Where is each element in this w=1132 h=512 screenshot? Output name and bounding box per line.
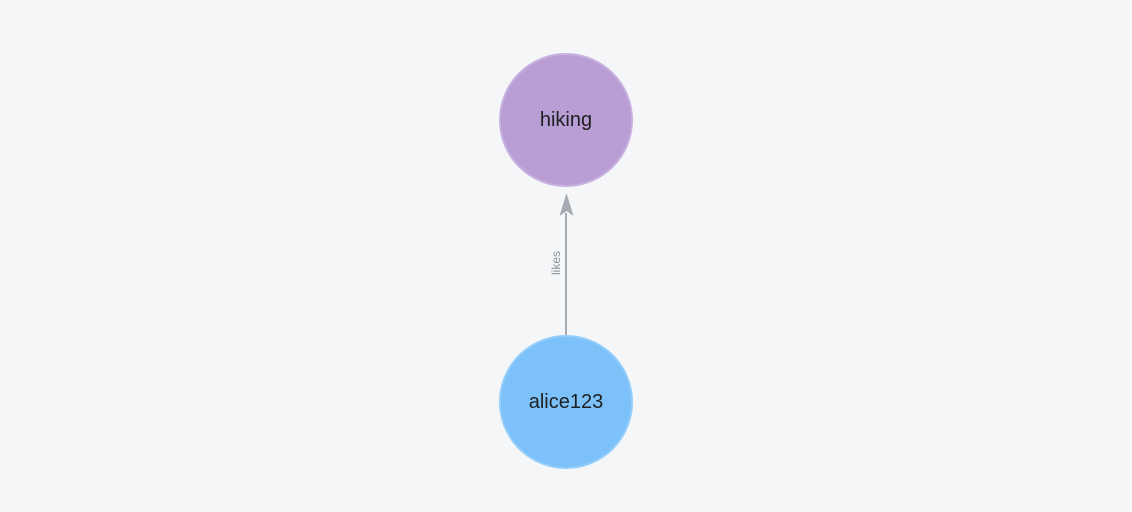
node-alice123-circle[interactable] (499, 335, 633, 469)
node-hiking[interactable]: hiking (499, 53, 633, 187)
node-hiking-circle[interactable] (499, 53, 633, 187)
edge-arrowhead (559, 193, 574, 216)
node-alice123[interactable]: alice123 (499, 335, 633, 469)
